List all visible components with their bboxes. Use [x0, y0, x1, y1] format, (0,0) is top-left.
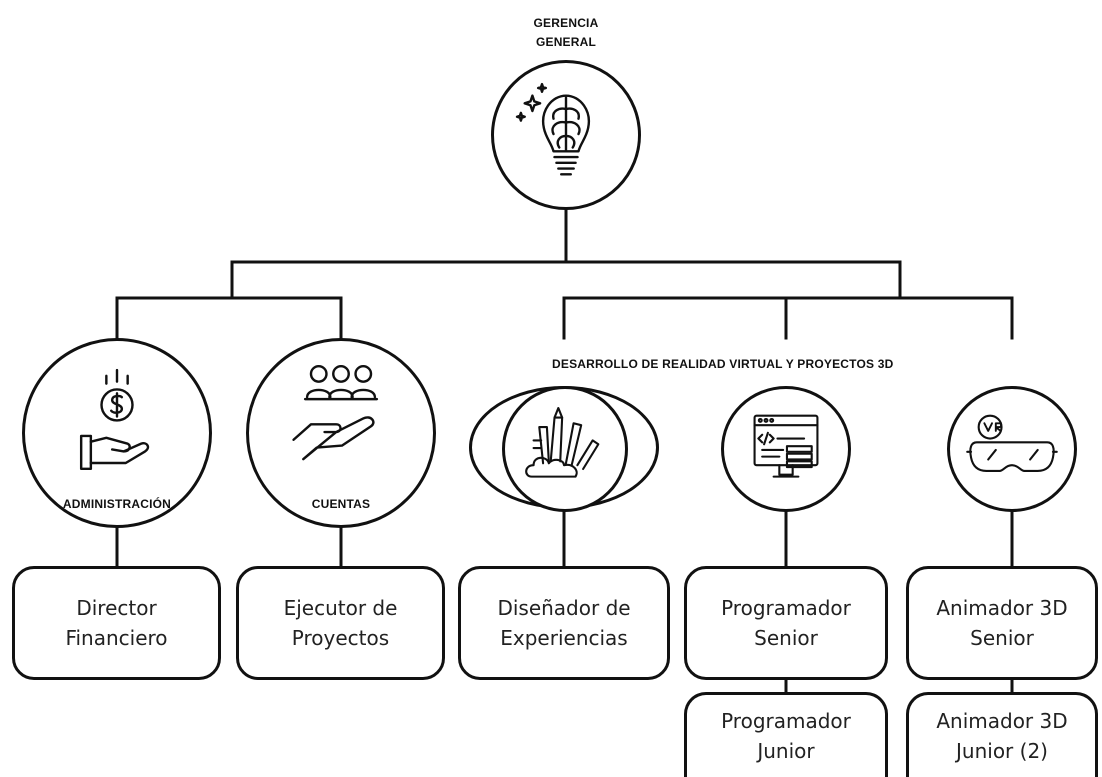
brain-lightbulb-icon [515, 82, 591, 176]
top-title: GERENCIA GENERAL [533, 16, 599, 49]
dept-vr: DESARROLLO DE REALIDAD VIRTUAL Y PROYECT… [552, 357, 894, 371]
money-hand-icon [79, 368, 150, 471]
animation-circle [947, 386, 1077, 512]
design-circle-round [502, 386, 628, 512]
role-programador-senior: Programador Senior [684, 566, 888, 680]
vr-headset-icon [966, 414, 1058, 472]
role-anim-senior-label: Animador 3D Senior [936, 596, 1068, 650]
programming-circle [721, 386, 851, 512]
role-prog-senior-label: Programador Senior [721, 596, 851, 650]
role-anim-junior-label: Animador 3D Junior (2) [936, 709, 1068, 763]
role-programador-junior: Programador Junior [684, 692, 888, 777]
accounts-circle [246, 338, 436, 528]
admin-circle [22, 338, 212, 528]
role-executor-label: Ejecutor de Proyectos [283, 596, 398, 650]
role-ejecutor-proyectos: Ejecutor de Proyectos [236, 566, 445, 680]
role-director-financiero: Director Financiero [12, 566, 221, 680]
top-circle [491, 60, 641, 210]
dept-admin: ADMINISTRACIÓN [62, 497, 172, 511]
role-designer-label: Diseñador de Experiencias [497, 596, 631, 650]
people-hand-icon [292, 364, 379, 461]
role-director-label: Director Financiero [65, 596, 168, 650]
art-tools-icon [525, 407, 600, 478]
role-animador-junior: Animador 3D Junior (2) [906, 692, 1098, 777]
role-prog-junior-label: Programador Junior [721, 709, 851, 763]
role-disenador-experiencias: Diseñador de Experiencias [458, 566, 670, 680]
role-animador-senior: Animador 3D Senior [906, 566, 1098, 680]
dept-accounts: CUENTAS [311, 497, 371, 511]
code-monitor-icon [753, 414, 819, 478]
